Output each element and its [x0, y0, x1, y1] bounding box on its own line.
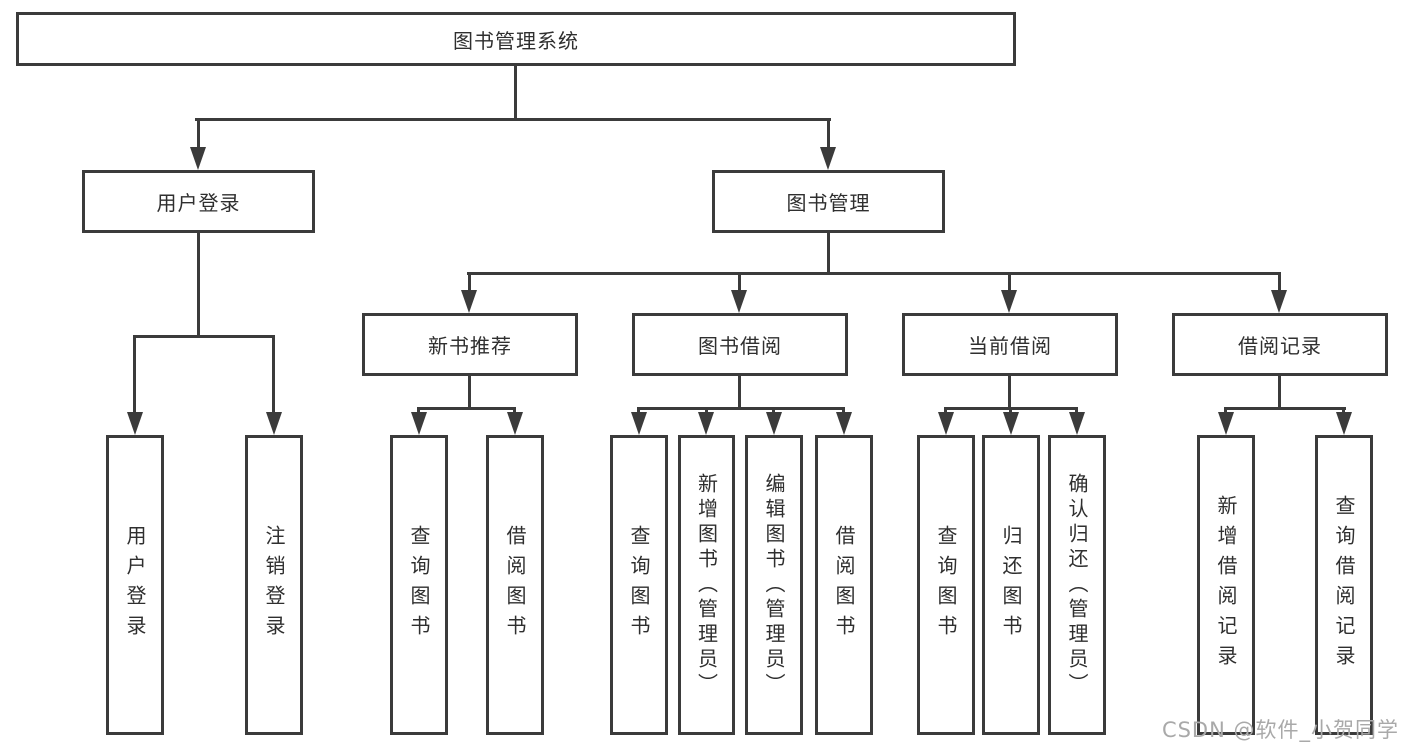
node-book-management: 图书管理 [712, 170, 945, 233]
connector-user-login-stub [197, 233, 200, 337]
leaf-query-books-borrow: 查询图书 [610, 435, 668, 735]
leaf-edit-book-admin-label: 编辑图书（管理员） [762, 472, 786, 698]
arrow-edit-book [766, 412, 782, 435]
arrow-return-book [1003, 412, 1019, 435]
connector-drop-new-book [468, 272, 471, 292]
leaf-return-book: 归还图书 [982, 435, 1040, 735]
connector-drop-query-record [1342, 407, 1345, 416]
arrow-add-record [1218, 412, 1234, 435]
leaf-add-borrow-record-label: 新增借阅记录 [1214, 495, 1238, 675]
arrow-add-book [698, 412, 714, 435]
arrow-confirm-return [1069, 412, 1085, 435]
leaf-query-borrow-record: 查询借阅记录 [1315, 435, 1373, 735]
leaf-borrow-books: 借阅图书 [815, 435, 873, 735]
connector-root-rail [195, 118, 831, 121]
connector-drop-book-borrow [738, 272, 741, 292]
connector-drop-current-borrow [1008, 272, 1011, 292]
node-root: 图书管理系统 [16, 12, 1016, 66]
leaf-borrow-books-recommend: 借阅图书 [486, 435, 544, 735]
arrow-book-mgmt [820, 147, 836, 170]
arrow-new-book [461, 290, 477, 313]
connector-drop-q2 [637, 407, 640, 416]
leaf-logout-label: 注销登录 [262, 525, 286, 645]
connector-drop-b1 [513, 407, 516, 416]
connector-book-mgmt-rail [467, 272, 1281, 275]
arrow-q1 [411, 412, 427, 435]
connector-drop-edit-book [772, 407, 775, 416]
leaf-user-login-label: 用户登录 [123, 525, 147, 645]
connector-drop-confirm-return [1075, 407, 1078, 416]
connector-drop-return-book [1009, 407, 1012, 416]
connector-drop-book-mgmt [827, 118, 830, 149]
node-user-login: 用户登录 [82, 170, 315, 233]
leaf-query-books-current-label: 查询图书 [934, 525, 958, 645]
arrow-borrow-records [1271, 290, 1287, 313]
connector-drop-leaf-user-login [133, 335, 136, 414]
leaf-query-books-recommend: 查询图书 [390, 435, 448, 735]
connector-new-book-stub [468, 376, 471, 409]
leaf-confirm-return-admin: 确认归还（管理员） [1048, 435, 1106, 735]
connector-current-borrow-stub [1008, 376, 1011, 409]
leaf-add-borrow-record: 新增借阅记录 [1197, 435, 1255, 735]
arrow-leaf-user-login [127, 412, 143, 435]
connector-book-mgmt-stub [827, 233, 830, 274]
arrow-query-record [1336, 412, 1352, 435]
connector-book-borrow-rail [637, 407, 845, 410]
connector-drop-q3 [944, 407, 947, 416]
node-new-book-recommend: 新书推荐 [362, 313, 578, 376]
connector-user-login-rail [133, 335, 275, 338]
arrow-q2 [631, 412, 647, 435]
node-current-borrow: 当前借阅 [902, 313, 1118, 376]
node-book-borrow: 图书借阅 [632, 313, 848, 376]
connector-new-book-rail [417, 407, 516, 410]
arrow-leaf-logout [266, 412, 282, 435]
arrow-user-login [190, 147, 206, 170]
connector-drop-add-book [705, 407, 708, 416]
connector-drop-user-login [197, 118, 200, 149]
connector-root-stub [514, 66, 517, 120]
arrow-b2 [836, 412, 852, 435]
connector-drop-leaf-logout [272, 335, 275, 414]
leaf-add-book-admin-label: 新增图书（管理员） [694, 472, 719, 698]
arrow-b1 [507, 412, 523, 435]
connector-drop-q1 [417, 407, 420, 416]
leaf-logout: 注销登录 [245, 435, 303, 735]
connector-borrow-records-rail [1224, 407, 1346, 410]
connector-drop-add-record [1224, 407, 1227, 416]
arrow-q3 [938, 412, 954, 435]
leaf-confirm-return-admin-label: 确认归还（管理员） [1065, 472, 1089, 698]
leaf-query-books-current: 查询图书 [917, 435, 975, 735]
node-borrow-records: 借阅记录 [1172, 313, 1388, 376]
leaf-edit-book-admin: 编辑图书（管理员） [745, 435, 803, 735]
leaf-query-borrow-record-label: 查询借阅记录 [1332, 495, 1356, 675]
leaf-return-book-label: 归还图书 [999, 525, 1023, 645]
connector-borrow-records-stub [1278, 376, 1281, 409]
connector-drop-b2 [842, 407, 845, 416]
leaf-borrow-books-label: 借阅图书 [832, 525, 856, 645]
connector-drop-borrow-records [1278, 272, 1281, 292]
leaf-add-book-admin: 新增图书（管理员） [678, 435, 735, 735]
leaf-user-login: 用户登录 [106, 435, 164, 735]
leaf-borrow-books-recommend-label: 借阅图书 [503, 525, 527, 645]
arrow-current-borrow [1001, 290, 1017, 313]
connector-book-borrow-stub [738, 376, 741, 409]
leaf-query-books-borrow-label: 查询图书 [627, 525, 651, 645]
arrow-book-borrow [731, 290, 747, 313]
csdn-watermark: CSDN @软件_小贺同学 [1161, 718, 1399, 742]
leaf-query-books-recommend-label: 查询图书 [407, 525, 431, 645]
